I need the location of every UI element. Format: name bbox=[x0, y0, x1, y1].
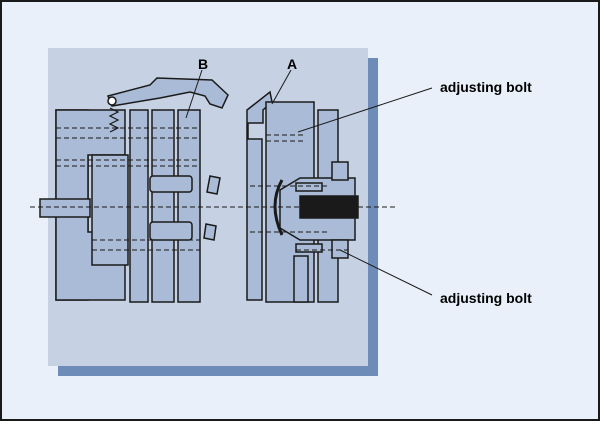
pin-tip-bottom bbox=[203, 223, 217, 241]
leader-line-bolt-bottom bbox=[339, 249, 433, 296]
label-b: B bbox=[198, 56, 208, 72]
spring-icon bbox=[108, 107, 120, 133]
adjusting-bolt-head-top bbox=[331, 161, 349, 181]
cavity-line bbox=[273, 179, 284, 236]
leader-line-bolt-top bbox=[297, 87, 433, 133]
left-mold-half bbox=[39, 77, 229, 303]
leader-lines bbox=[185, 69, 433, 296]
latch-pivot bbox=[107, 96, 117, 106]
plate-a bbox=[246, 90, 273, 301]
small-pin-bottom bbox=[295, 243, 323, 253]
label-adjusting-bolt-bottom: adjusting bolt bbox=[440, 290, 532, 306]
hidden-lines bbox=[30, 127, 395, 251]
leader-line-b bbox=[185, 69, 203, 119]
ejector-plate bbox=[91, 154, 129, 266]
sprue-bushing bbox=[39, 198, 91, 218]
plate-1 bbox=[129, 109, 149, 303]
stop-block bbox=[293, 255, 309, 303]
guide-pin-top bbox=[149, 175, 193, 193]
plate-2 bbox=[151, 109, 175, 303]
small-pin-top bbox=[295, 182, 323, 192]
pin-tip-top bbox=[206, 175, 221, 195]
plate-b bbox=[177, 109, 201, 303]
leader-line-a bbox=[271, 69, 292, 105]
guide-pin-bottom bbox=[149, 221, 193, 241]
label-adjusting-bolt-top: adjusting bolt bbox=[440, 79, 532, 95]
adjusting-bolt-head-bottom bbox=[331, 239, 349, 259]
label-a: A bbox=[287, 56, 297, 72]
latch-arm bbox=[106, 77, 229, 109]
